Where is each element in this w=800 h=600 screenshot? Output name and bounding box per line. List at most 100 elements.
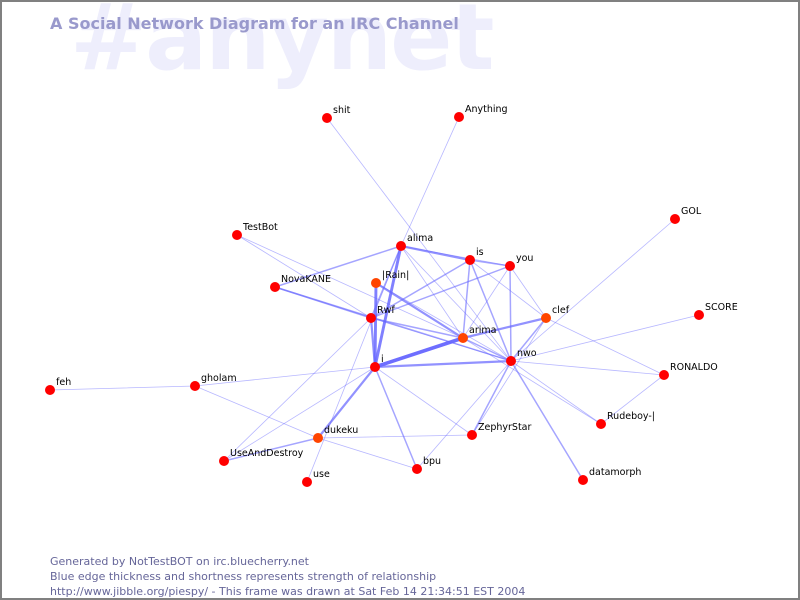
edge-rain-i [373,281,378,369]
node-label-you: you [516,253,533,264]
edge-dukeku-bpu [317,437,418,470]
node-label-datamorph: datamorph [589,467,641,478]
edge-nwo-ronaldo [510,360,665,376]
edge-nwo-zephyrstar [471,360,512,436]
footer-generated-by: Generated by NotTestBOT on irc.bluecherr… [50,555,309,568]
edge-you-arima [462,265,511,339]
footer-info: Generated by NotTestBOT on irc.bluecherr… [50,554,525,598]
node-label-bpu: bpu [423,456,441,467]
edge-rwf-nwo [370,317,512,362]
node-alima: alima [396,233,433,251]
edge-you-clef [509,265,547,319]
node-is: is [465,247,484,265]
edge-clef-zephyrstar [471,317,547,436]
edge-use-alima [306,245,402,483]
node-useanddestroy: UseAndDestroy [219,448,304,466]
node-zephyrstar: ZephyrStar [467,422,532,440]
node-dot-gholam [190,381,200,391]
node-dot-arima [458,333,468,343]
edge-alima-arima [400,245,464,339]
edge-nwo-datamorph [510,360,584,481]
node-label-score: SCORE [705,302,738,313]
edge-layer [49,116,700,483]
node-dot-dukeku [313,433,323,443]
node-anything: Anything [454,104,508,122]
edge-rwf-useanddestroy [223,317,372,462]
node-dot-gol [670,214,680,224]
diagram-title: A Social Network Diagram for an IRC Chan… [50,14,459,33]
node-rudeboy: Rudeboy-| [596,411,655,429]
node-label-novakane: NovaKANE [281,274,331,285]
node-dot-anything [454,112,464,122]
node-rain: |Rain| [371,270,409,288]
edge-rain-nwo [375,282,512,362]
edge-shit-nwo [326,117,512,362]
edge-clef-arima [461,316,548,340]
node-dot-novakane [270,282,280,292]
edge-i-dukeku [316,365,377,440]
node-dot-is [465,255,475,265]
edge-is-arima [462,259,471,339]
node-label-anything: Anything [465,104,508,115]
node-feh: feh [45,377,71,395]
node-dot-datamorph [578,475,588,485]
node-rwf: Rwf [366,305,395,323]
node-novakane: NovaKANE [270,274,331,292]
node-label-gol: GOL [681,206,702,217]
edge-is-clef [469,259,547,319]
node-dot-alima [396,241,406,251]
edge-alima-nwo [400,245,512,362]
edge-nwo-bpu [416,360,512,470]
edge-is-you [469,259,511,267]
node-datamorph: datamorph [578,467,641,485]
node-bpu: bpu [412,456,441,474]
node-you: you [505,253,533,271]
node-gol: GOL [670,206,702,224]
edge-score-nwo [510,314,700,362]
edge-anything-alima [400,116,460,247]
edge-nwo-rudeboy [510,360,602,425]
node-label-useanddestroy: UseAndDestroy [230,448,304,459]
node-dot-i [370,362,380,372]
node-dot-rwf [366,313,376,323]
node-label-ronaldo: RONALDO [670,362,718,373]
edge-is-nwo [469,259,512,362]
node-dot-ronaldo [659,370,669,380]
edge-arima-nwo [462,337,512,362]
node-dukeku: dukeku [313,425,358,443]
edge-ronaldo-rudeboy [600,374,665,425]
node-i: i [370,354,384,372]
node-label-i: i [381,354,384,365]
edge-i-gholam [194,366,376,387]
node-ronaldo: RONALDO [659,362,718,380]
edge-alima-is [399,244,472,262]
edge-i-nwo [373,359,513,369]
edge-you-nwo [509,265,512,362]
edge-i-bpu [374,366,418,470]
node-label-gholam: gholam [201,373,237,384]
node-label-use: use [313,469,330,480]
node-shit: shit [322,105,351,123]
node-label-arima: arima [469,325,496,336]
node-dot-useanddestroy [219,456,229,466]
node-dot-nwo [506,356,516,366]
edge-i-useanddestroy [223,366,376,462]
node-arima: arima [458,325,496,343]
edge-clef-nwo [510,317,547,362]
edge-is-rwf [370,259,471,319]
node-dot-score [694,310,704,320]
node-label-is: is [476,247,484,258]
node-nwo: nwo [506,348,537,366]
node-label-clef: clef [552,305,570,316]
edge-dukeku-useanddestroy [223,437,319,462]
node-dot-rudeboy [596,419,606,429]
edge-i-zephyrstar [374,366,473,436]
edge-arima-rudeboy [462,337,602,425]
node-label-alima: alima [407,233,433,244]
node-gholam: gholam [190,373,237,391]
edge-dukeku-zephyrstar [317,434,473,439]
footer-legend-note: Blue edge thickness and shortness repres… [50,570,437,583]
